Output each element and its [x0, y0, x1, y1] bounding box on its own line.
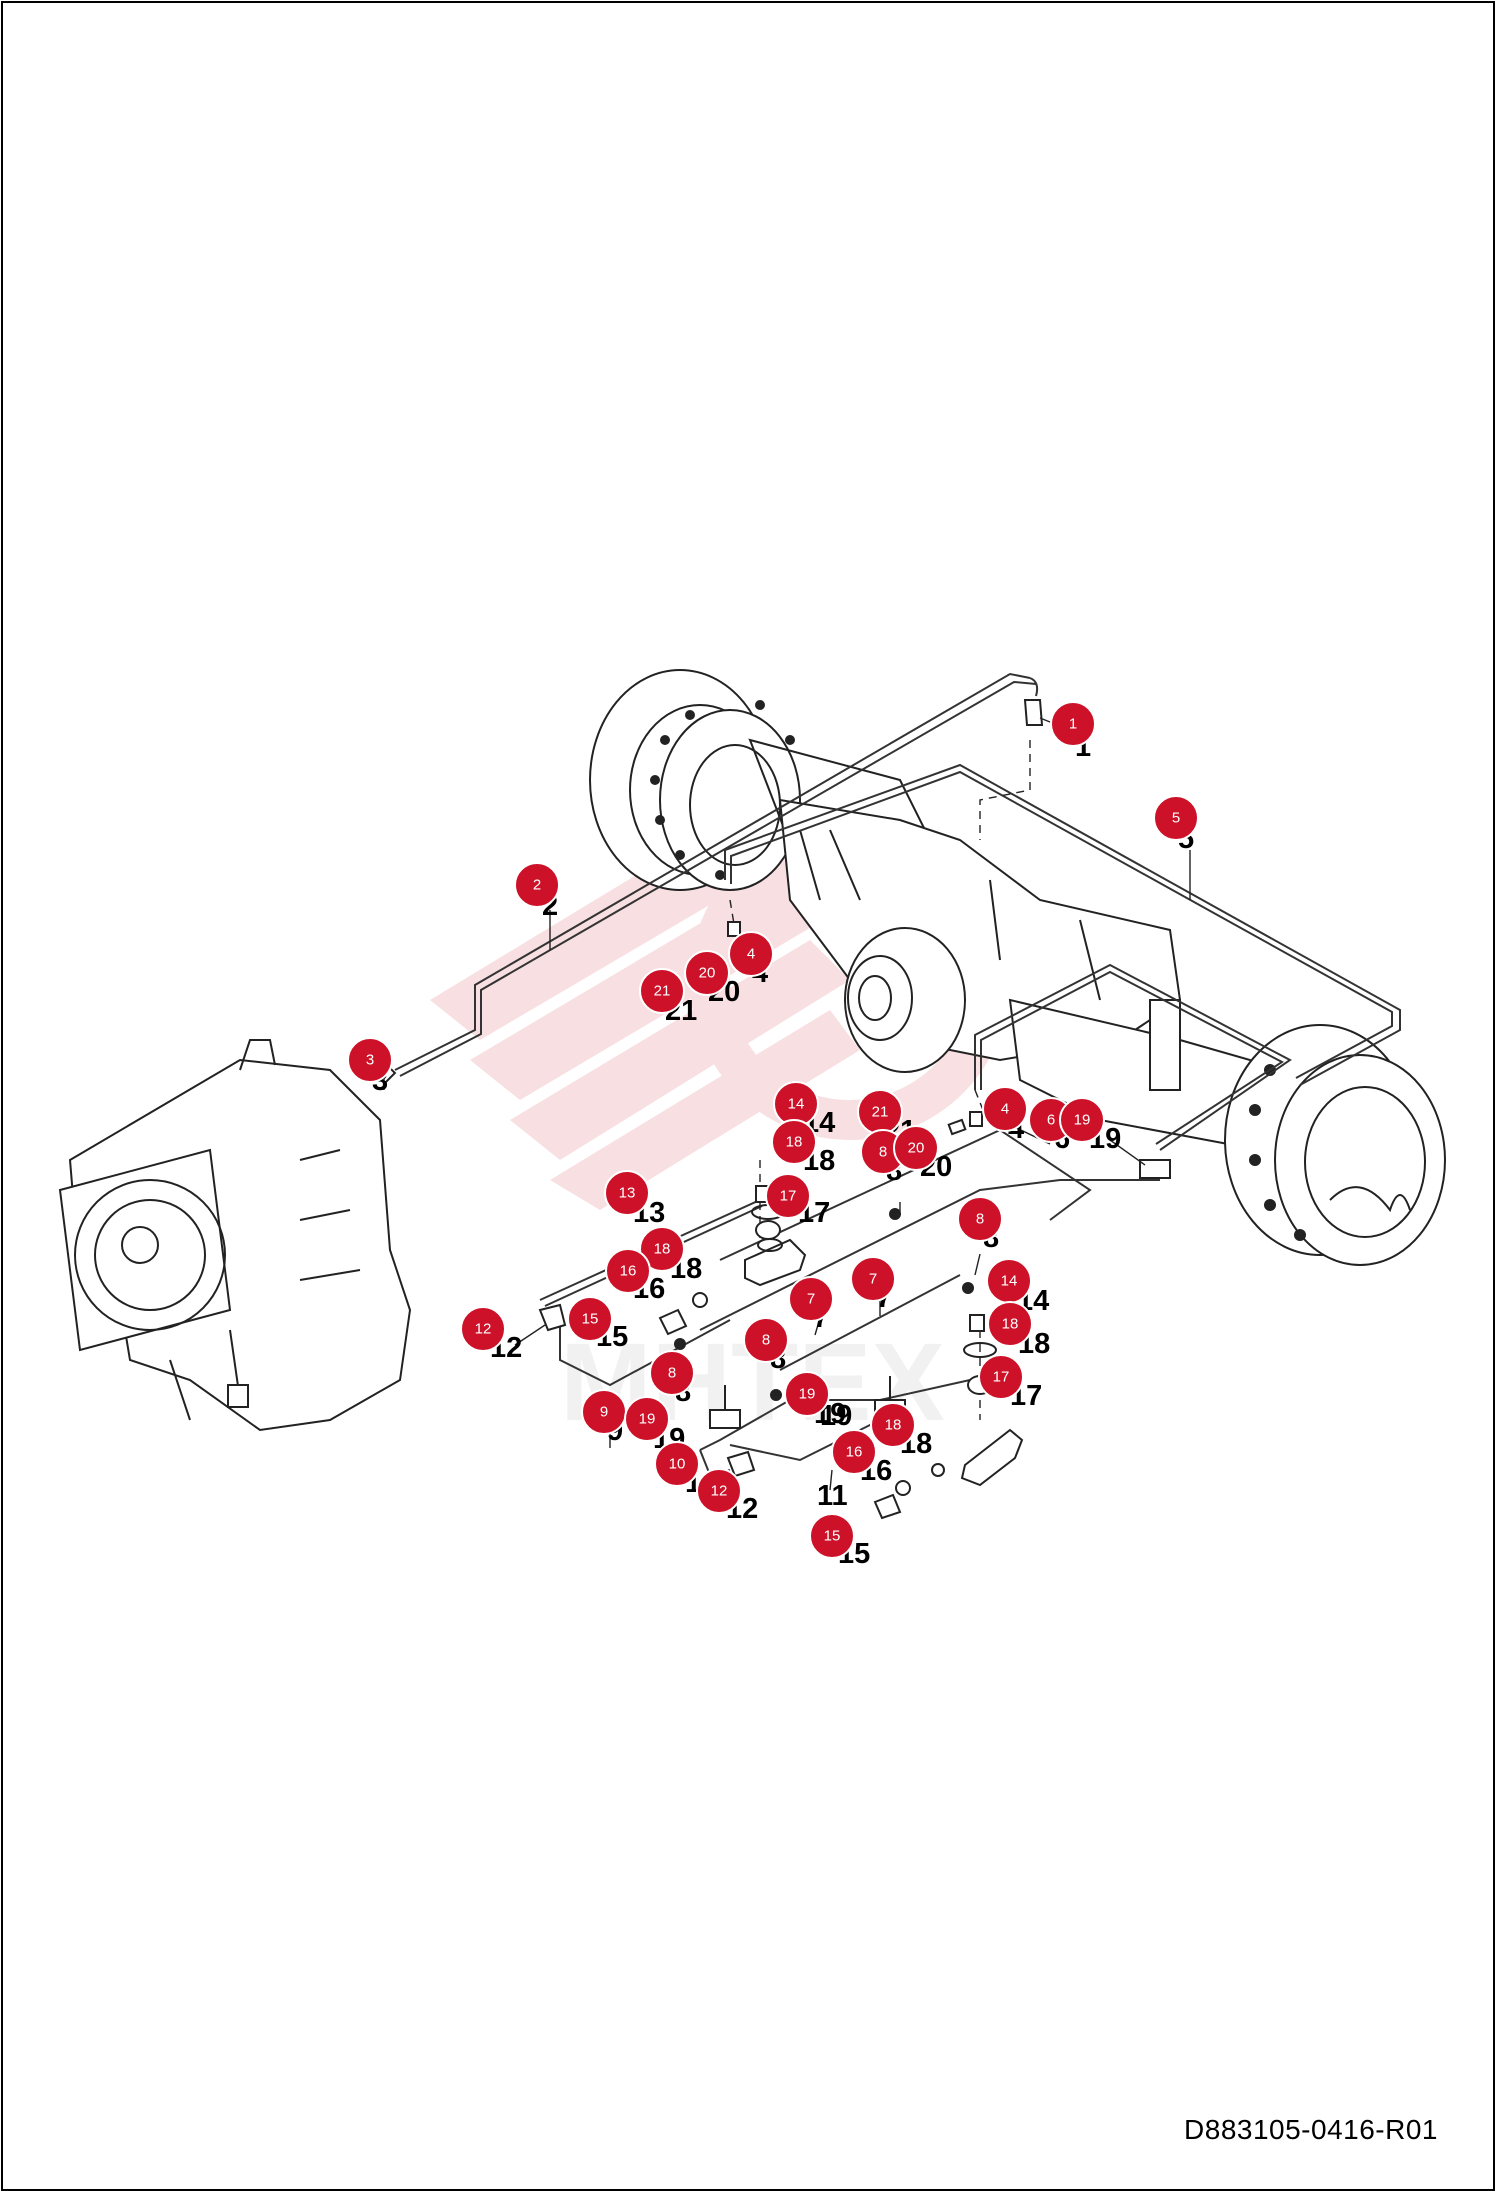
callout-badge-12: 12	[460, 1306, 506, 1352]
callout-badge-19: 19	[624, 1396, 670, 1442]
callout-number: 19	[799, 1386, 816, 1403]
callout-number: 8	[879, 1144, 887, 1161]
callout-badge-14: 14	[773, 1081, 819, 1127]
callout-badge-18: 18	[771, 1119, 817, 1165]
callout-number: 15	[824, 1528, 841, 1545]
drawing-number: D883105-0416-R01	[1184, 2114, 1438, 2145]
callout-number: 16	[846, 1444, 863, 1461]
callout-number: 8	[668, 1365, 676, 1382]
callout-number: 7	[869, 1271, 877, 1288]
callout-number: 6	[1047, 1112, 1055, 1129]
callout-number: 17	[780, 1188, 797, 1205]
callout-number: 13	[619, 1185, 636, 1202]
callout-number: 8	[762, 1332, 770, 1349]
callout-badge-17: 17	[765, 1173, 811, 1219]
callout-number: 3	[366, 1052, 374, 1069]
callout-badge-12: 12	[696, 1468, 742, 1514]
callout-badge-8: 8	[649, 1350, 695, 1396]
callout-badge-18: 18	[639, 1226, 685, 1272]
callout-badge-7: 7	[788, 1276, 834, 1322]
callout-badge-7: 7	[850, 1256, 896, 1302]
callout-badge-15: 15	[567, 1296, 613, 1342]
callout-badge-8: 8	[743, 1317, 789, 1363]
callout-badge-17: 17	[978, 1354, 1024, 1400]
callout-badge-8: 8	[957, 1196, 1003, 1242]
callout-badge-19: 19	[1059, 1097, 1105, 1143]
callout-badge-18: 18	[987, 1301, 1033, 1347]
callout-badge-2: 2	[514, 862, 560, 908]
callout-number: 19	[1074, 1112, 1091, 1129]
callout-badge-16: 16	[605, 1248, 651, 1294]
callout-number: 20	[908, 1140, 925, 1157]
callout-number: 2	[533, 877, 541, 894]
callout-badge-1: 1	[1050, 701, 1096, 747]
callout-badge-4: 4	[728, 931, 774, 977]
callout-badge-21: 21	[857, 1089, 903, 1135]
callout-badge-15: 15	[809, 1513, 855, 1559]
callout-badge-20: 20	[684, 950, 730, 996]
callout-badge-10: 10	[654, 1441, 700, 1487]
callout-number: 21	[654, 983, 671, 1000]
callout-badge-5: 5	[1153, 795, 1199, 841]
callout-number: 14	[1001, 1273, 1018, 1290]
callout-badge-13: 13	[604, 1170, 650, 1216]
part-label-11: 11	[817, 1480, 848, 1512]
callout-badge-4: 4	[982, 1086, 1028, 1132]
callout-number: 14	[788, 1096, 805, 1113]
callout-number: 4	[1001, 1101, 1009, 1118]
callout-badge-9: 9	[581, 1389, 627, 1435]
callout-number: 21	[872, 1104, 889, 1121]
callout-number: 4	[747, 946, 755, 963]
callout-number: 9	[600, 1404, 608, 1421]
callout-number: 15	[582, 1311, 599, 1328]
callout-number: 17	[993, 1369, 1010, 1386]
callout-number: 7	[807, 1291, 815, 1308]
callout-number: 18	[786, 1134, 803, 1151]
callout-number: 12	[711, 1483, 728, 1500]
callout-badge-18: 18	[870, 1402, 916, 1448]
callout-badge-16: 16	[831, 1429, 877, 1475]
callout-badge-3: 3	[347, 1037, 393, 1083]
callout-number: 10	[669, 1456, 686, 1473]
callout-badge-14: 14	[986, 1258, 1032, 1304]
callout-badge-20: 20	[893, 1125, 939, 1171]
pipe-assemblies	[394, 672, 1401, 1477]
callout-number: 18	[654, 1241, 671, 1258]
rear-axle	[589, 669, 1446, 1266]
callout-number: 19	[639, 1411, 656, 1428]
callout-number: 16	[620, 1263, 637, 1280]
callout-number: 5	[1172, 810, 1180, 827]
callout-number: 8	[976, 1211, 984, 1228]
callout-badge-21: 21	[639, 968, 685, 1014]
callout-number: 1	[1069, 716, 1077, 733]
callout-number: 20	[699, 965, 716, 982]
callout-number: 18	[1002, 1316, 1019, 1333]
transmission	[58, 1039, 412, 1432]
callout-number: 12	[475, 1321, 492, 1338]
callout-badge-19: 19	[784, 1371, 830, 1417]
callout-number: 18	[885, 1417, 902, 1434]
